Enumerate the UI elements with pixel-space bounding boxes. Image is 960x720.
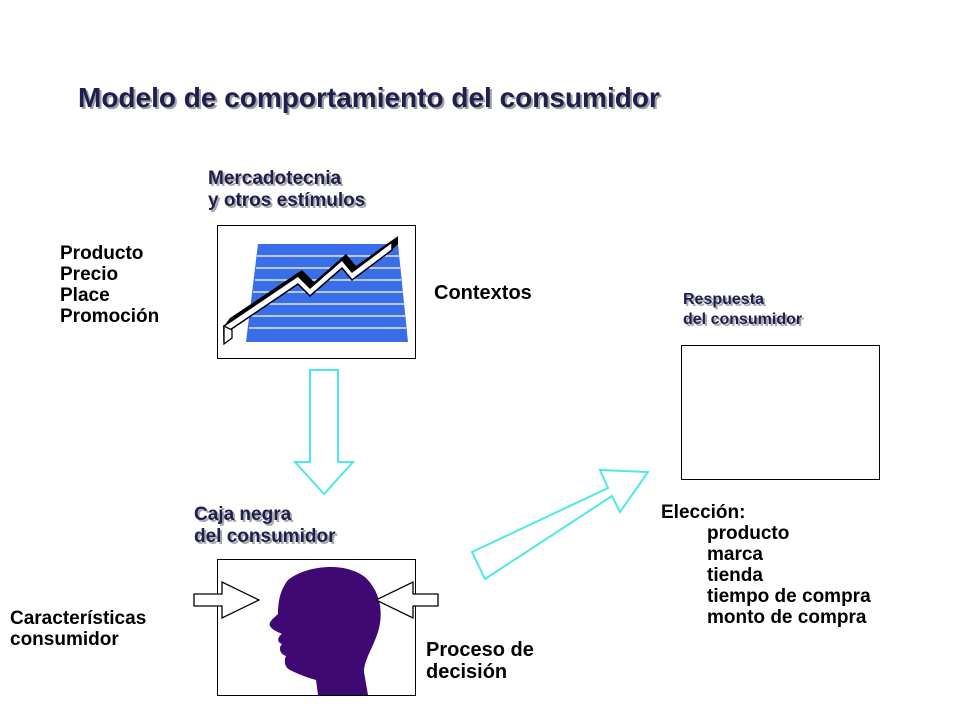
context-label: Contextos (434, 282, 532, 304)
marketing-mix-list: Producto Precio Place Promoción (60, 243, 159, 327)
choice-list: Elección: producto marca tienda tiempo d… (661, 502, 871, 628)
stimuli-heading: Mercadotecnia y otros estímulos (208, 168, 365, 212)
black-box-heading: Caja negra del consumidor (194, 504, 335, 548)
characteristics-label-line1: Características (10, 608, 147, 629)
response-heading-line1: Respuesta (683, 291, 764, 308)
marketing-mix-item: Precio (60, 264, 119, 285)
marketing-mix-item: Promoción (60, 306, 160, 327)
characteristics-label: Características consumidor (10, 608, 146, 650)
characteristics-label-line2: consumidor (10, 629, 119, 650)
response-heading-line2: del consumidor (683, 311, 803, 328)
choice-item: producto (707, 523, 790, 544)
diagonal-arrow-icon (470, 468, 650, 581)
response-box (681, 345, 880, 480)
stimuli-box (217, 225, 416, 359)
stimuli-heading-line1: Mercadotecnia (208, 168, 342, 189)
black-box (217, 559, 416, 696)
black-box-heading-line2: del consumidor (194, 526, 336, 547)
left-input-arrow-icon (193, 580, 261, 620)
page-title: Modelo de comportamiento del consumidor (78, 82, 660, 113)
choice-heading: Elección: (661, 502, 746, 523)
choice-item: monto de compra (707, 607, 867, 628)
decision-process-label-line2: decisión (426, 661, 508, 683)
response-heading: Respuesta del consumidor (683, 290, 802, 330)
stimuli-heading-line2: y otros estímulos (208, 190, 366, 211)
black-box-heading-line1: Caja negra (194, 504, 292, 525)
decision-process-label-line1: Proceso de (426, 639, 534, 661)
marketing-mix-item: Place (60, 285, 110, 306)
rising-line-chart-icon (223, 236, 408, 346)
choice-item: marca (707, 544, 763, 565)
down-arrow-icon (292, 369, 356, 496)
choice-item: tiempo de compra (707, 586, 871, 607)
marketing-mix-item: Producto (60, 243, 144, 264)
human-head-silhouette-icon (269, 566, 381, 695)
choice-item: tienda (707, 565, 763, 586)
right-input-arrow-icon (374, 580, 439, 620)
decision-process-label: Proceso de decisión (426, 639, 534, 683)
